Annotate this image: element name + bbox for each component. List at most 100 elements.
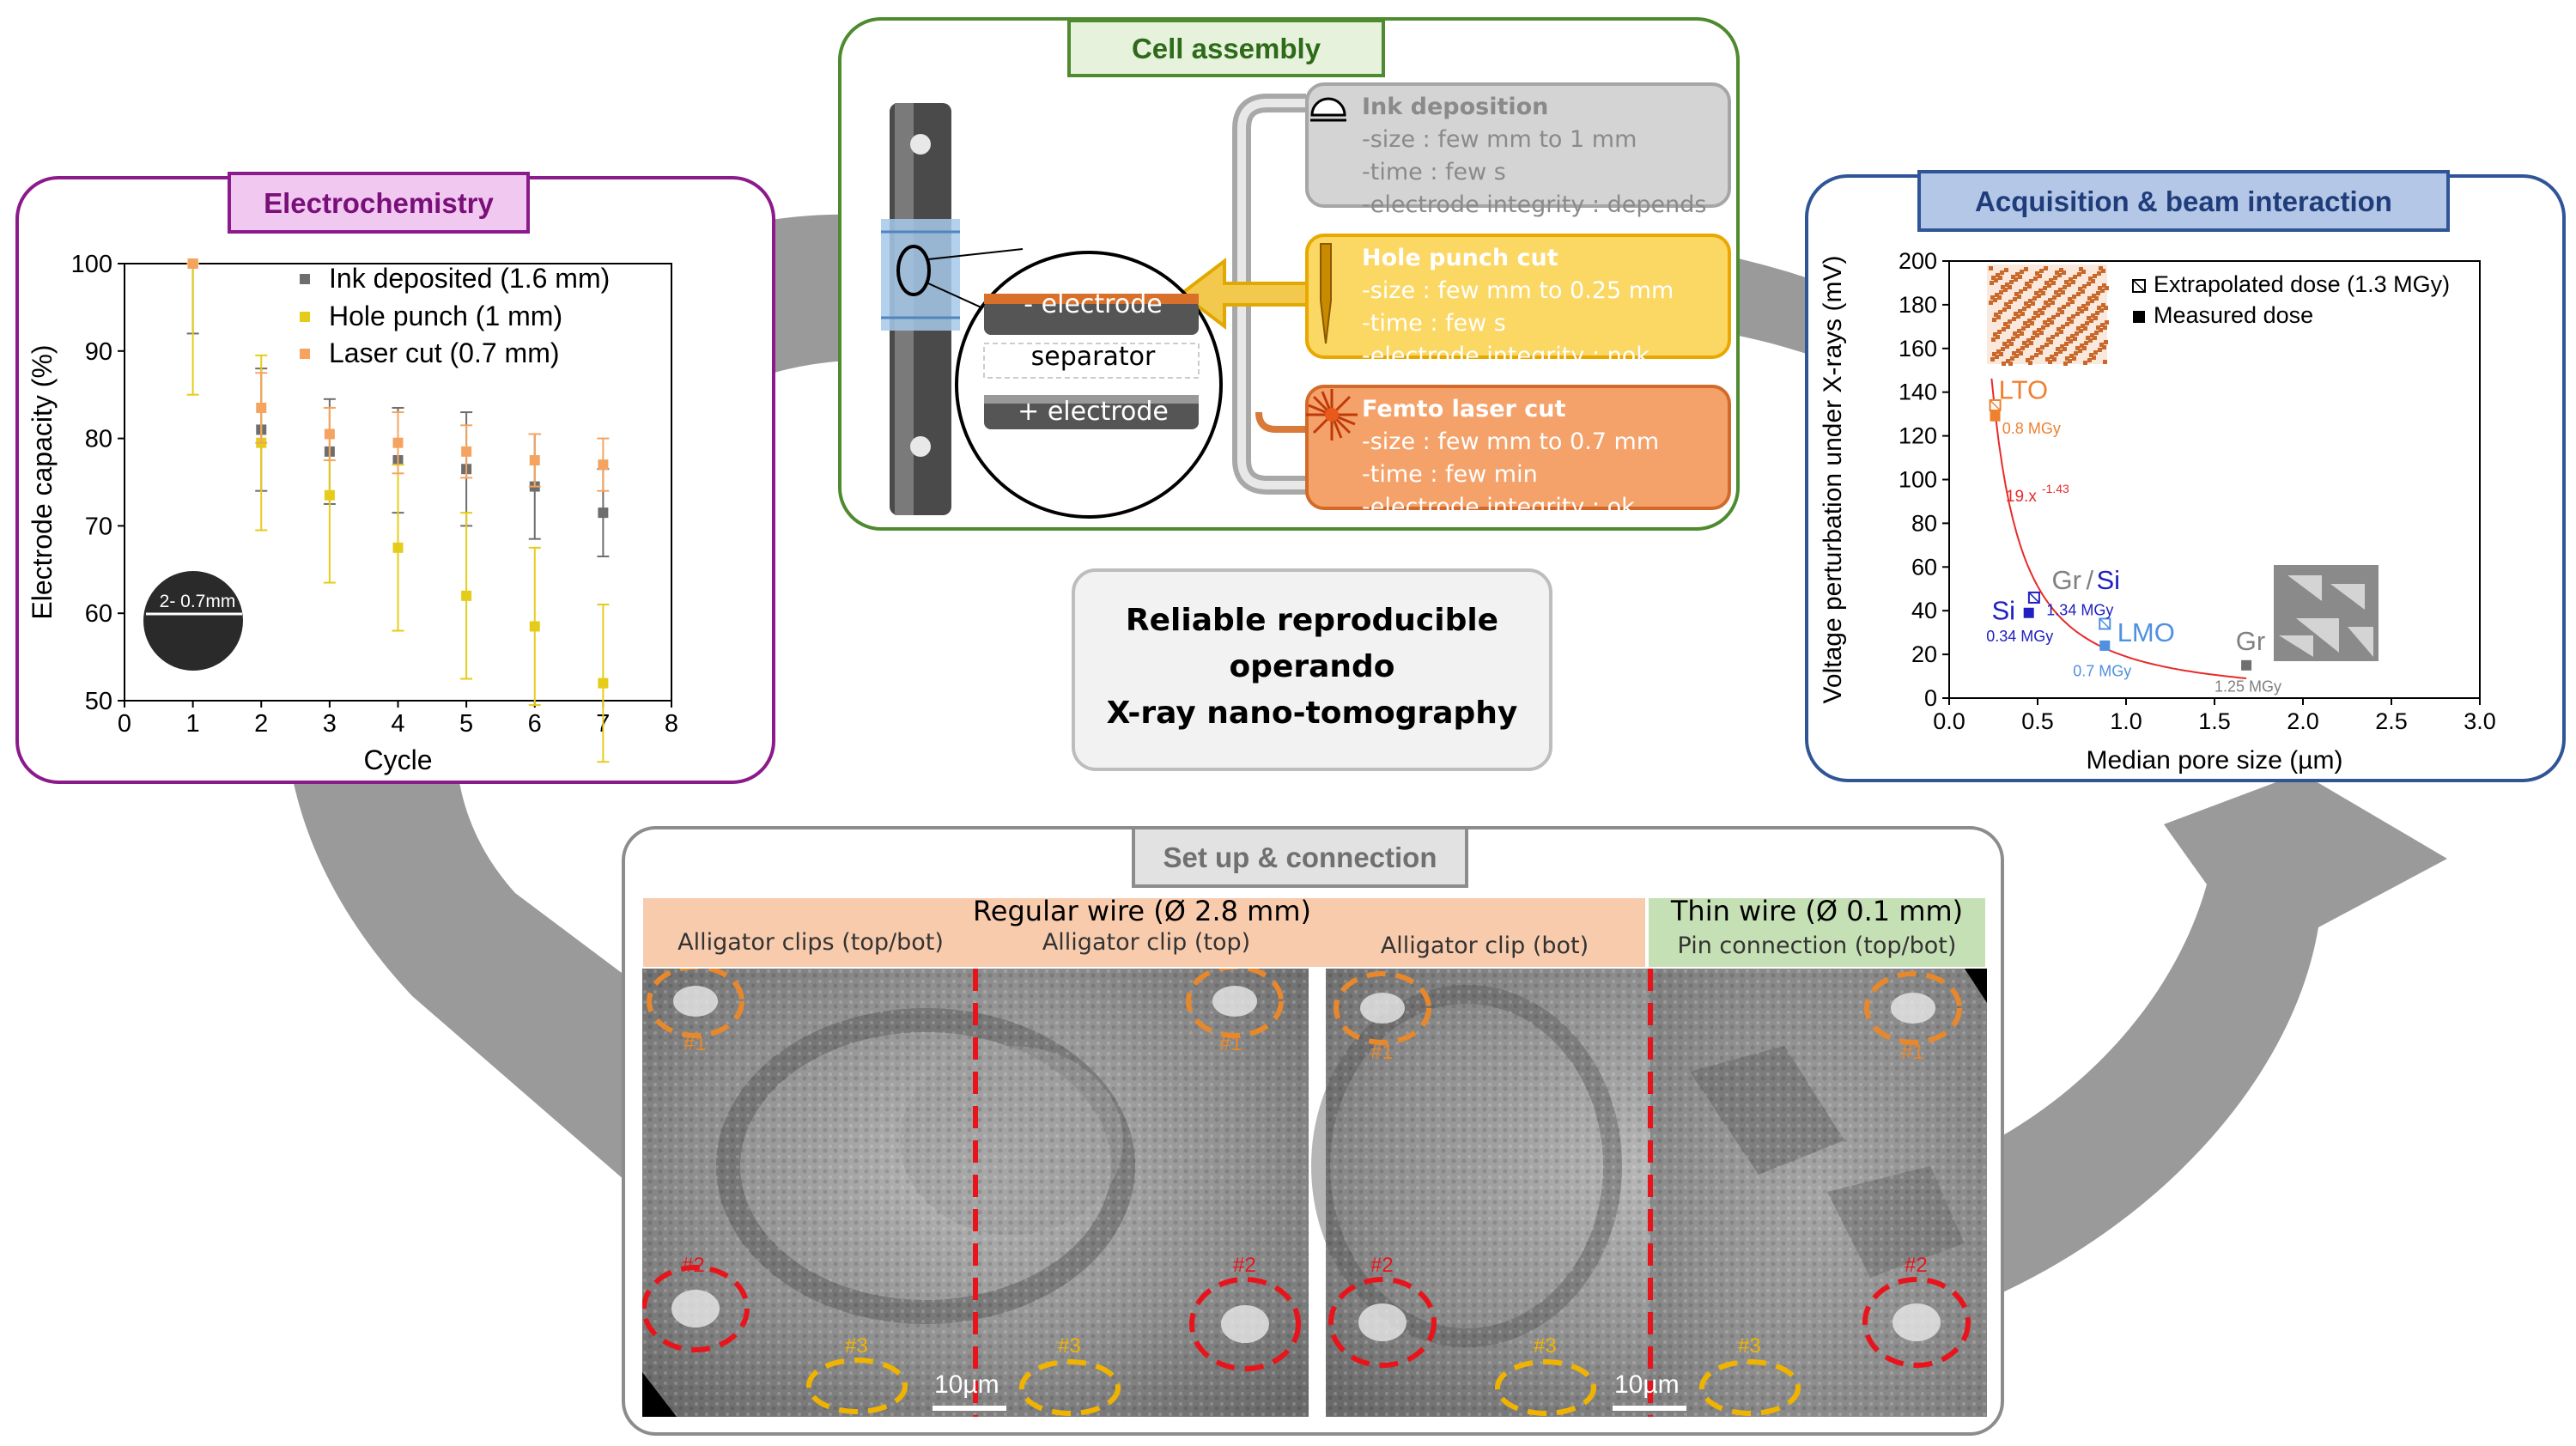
y-tick-label: 160 [1899,336,1937,362]
lto-grain [1992,318,1996,322]
lto-grain [2002,342,2007,346]
lto-grain [2059,330,2063,334]
lto-grain [2099,308,2104,313]
ink-time: -time : few s [1362,159,1506,185]
lto-grain [2015,272,2020,276]
lto-grain [2087,282,2091,286]
tomography-slices [642,969,1987,1417]
hole-size: -size : few mm to 0.25 mm [1362,277,1674,304]
lto-grain [2020,331,2024,336]
marker-1a: #1 [683,1032,707,1055]
lto-grain [2013,297,2017,301]
y-tick-label: 200 [1899,248,1937,274]
marker-1d: #1 [1901,1041,1924,1064]
y-tick-label: 60 [1911,554,1937,580]
lto-grain [2091,313,2095,318]
y-tick-label: 70 [85,513,112,540]
measured-point [2241,659,2252,671]
lto-grain [2020,312,2025,316]
lto-grain [2048,298,2052,302]
lto-grain [1996,315,2001,319]
lto-grain [2100,289,2105,293]
lto-grain [2105,286,2109,290]
lto-grain [2038,274,2042,278]
lto-grain [2059,268,2063,272]
data-point [598,459,609,471]
ink-integrity: -electrode integrity : depends [1362,191,1707,218]
lto-grain [1994,313,1998,317]
y-tick-label: 140 [1899,380,1937,405]
lto-grain [2034,353,2038,357]
lto-grain [2027,284,2032,289]
lto-grain [2097,271,2101,276]
lto-grain [2002,307,2007,312]
lto-grain [2077,307,2081,311]
y-tick-label: 40 [1911,598,1937,623]
x-axis-label: Cycle [363,744,432,775]
lto-grain [2101,303,2105,307]
x-tick-label: 2.5 [2375,708,2408,734]
lto-grain [2006,359,2010,363]
label-gr-dose: 1.25 MGy [2215,677,2281,695]
lto-grain [2049,340,2053,344]
graphite-microstructure [2274,565,2379,661]
x-tick-label: 4 [391,710,404,738]
lto-grain [2041,325,2045,330]
lto-grain [2041,291,2045,295]
lto-grain [2097,306,2101,310]
lto-grain [2012,351,2016,355]
marker-3c: #3 [1534,1334,1557,1358]
lto-grain [2076,326,2081,331]
label-lmo-dose: 0.7 MGy [2073,663,2131,680]
extrapolated-cross [2099,618,2110,629]
lto-grain [2095,311,2099,315]
lto-grain [2036,348,2040,352]
lto-grain [1996,273,2000,277]
lto-grain [2005,344,2009,349]
lto-grain [2016,349,2020,353]
lto-grain [2063,285,2067,289]
lto-grain [2001,285,2005,289]
stack-separator: separator [1030,342,1156,372]
lto-grain [1992,352,1996,356]
lto-grain [2082,284,2087,289]
measured-point [1990,410,2001,422]
lto-grain [2018,309,2022,313]
lto-grain [2019,351,2023,355]
lto-grain [2102,345,2106,349]
y-tick-label: 80 [1911,510,1937,536]
lto-grain [2071,280,2075,284]
lto-grain [2008,300,2013,304]
legend-extrapolated-cross [2133,280,2145,292]
legend-measured-marker [2133,311,2145,323]
lto-grain [2103,360,2107,364]
setup-title: Set up & connection [1132,826,1468,888]
lto-grain [2101,269,2105,273]
x-tick-label: 3 [323,710,337,738]
lto-grain [2076,292,2081,296]
lto-grain [2079,267,2083,271]
y-tick-label: 100 [1899,467,1937,493]
lto-grain [2057,293,2061,297]
lto-grain [2024,267,2028,271]
lto-grain [2021,326,2026,331]
x-tick-label: 0.5 [2021,708,2054,734]
label-slash: / [2086,565,2093,595]
marker-2a: #2 [682,1254,705,1277]
lto-grain [2047,318,2051,322]
lto-grain [2081,289,2085,294]
marker-3b: #3 [1058,1334,1081,1358]
lto-grain [2056,313,2060,317]
lto-grain [2033,276,2038,281]
lto-grain [2030,321,2034,325]
sub-label-3: Alligator clip (bot) [1380,933,1589,959]
lto-grain [2051,281,2056,285]
lto-grain [2104,306,2108,310]
x-axis-label: Median pore size (µm) [2086,746,2342,775]
lto-grain [2043,320,2047,325]
lto-grain [2043,286,2047,290]
lto-grain [2052,357,2057,362]
extrapolated-cross [1990,400,2001,410]
scale-label-1: 10µm [934,1370,999,1399]
